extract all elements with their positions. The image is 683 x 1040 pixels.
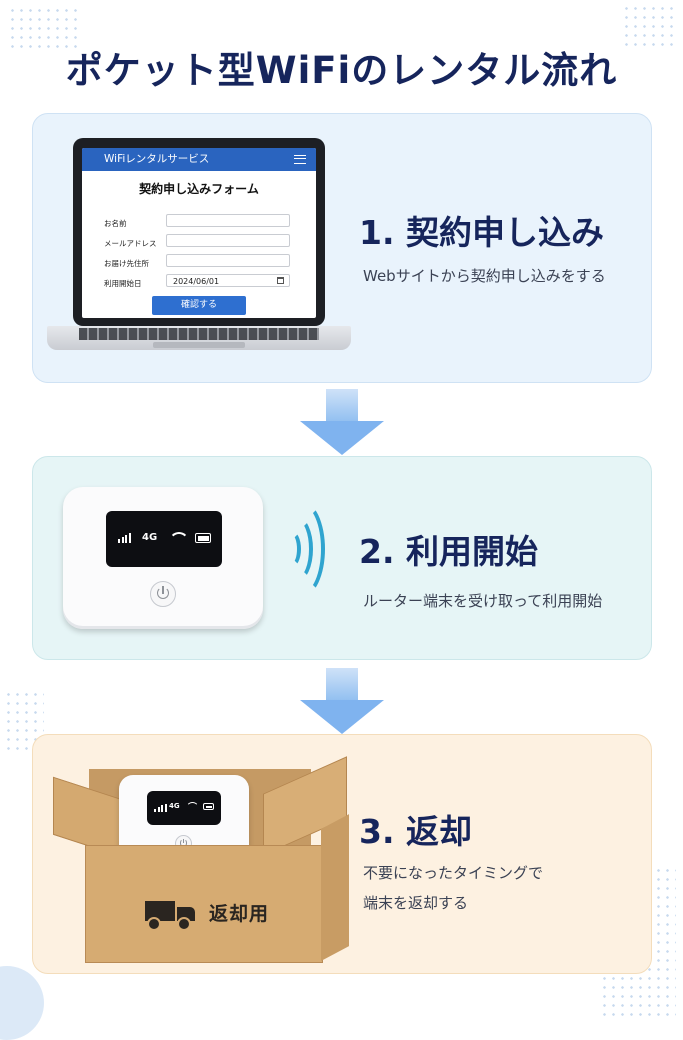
decor-dots-top-left <box>8 6 78 54</box>
arrow-down-icon <box>300 389 384 455</box>
signup-form-screen: WiFiレンタルサービス 契約申し込みフォーム お名前 メールアドレス お届け先… <box>82 148 316 318</box>
network-type-label: 4G <box>142 532 158 543</box>
wifi-icon <box>186 802 199 815</box>
battery-icon <box>203 803 214 810</box>
step-2-card: 4G 2. 利用開始 ルーター端末を受け取って利用開始 <box>32 456 652 660</box>
confirm-button[interactable]: 確認する <box>152 296 246 315</box>
field-label-start-date: 利用開始日 <box>104 279 142 288</box>
step-3-description-line-2: 端末を返却する <box>363 894 469 912</box>
step-1-title: 1. 契約申し込み <box>359 213 604 252</box>
site-name: WiFiレンタルサービス <box>104 153 210 165</box>
form-title: 契約申し込みフォーム <box>139 182 259 196</box>
battery-icon <box>195 533 211 543</box>
menu-icon[interactable] <box>294 155 306 164</box>
email-field[interactable] <box>166 234 290 247</box>
field-label-email: メールアドレス <box>104 239 157 248</box>
keyboard <box>79 328 319 340</box>
decor-circle-bottom-left <box>0 966 44 1040</box>
step-3-description-line-1: 不要になったタイミングで <box>363 864 544 882</box>
signal-icon <box>118 533 131 543</box>
power-icon[interactable] <box>150 581 176 607</box>
touchpad <box>153 342 245 348</box>
decor-dots-top-right <box>622 4 676 46</box>
field-label-address: お届け先住所 <box>104 259 149 268</box>
step-1-description: Webサイトから契約申し込みをする <box>363 267 606 285</box>
network-type-label: 4G <box>169 802 180 810</box>
router-display: 4G <box>106 511 222 567</box>
box-label: 返却用 <box>209 903 270 925</box>
field-label-name: お名前 <box>104 219 127 228</box>
laptop-screen: WiFiレンタルサービス 契約申し込みフォーム お名前 メールアドレス お届け先… <box>73 138 325 326</box>
step-2-title: 2. 利用開始 <box>359 532 538 571</box>
signal-icon <box>154 804 167 812</box>
pocket-wifi-router: 4G <box>63 487 263 629</box>
step-1-card: WiFiレンタルサービス 契約申し込みフォーム お名前 メールアドレス お届け先… <box>32 113 652 383</box>
wifi-icon <box>169 532 189 552</box>
arrow-down-icon <box>300 668 384 734</box>
step-3-title: 3. 返却 <box>359 812 472 851</box>
name-field[interactable] <box>166 214 290 227</box>
step-3-card: 4G 返却用 3. 返却 不要になったタイミングで 端末を返却する <box>32 734 652 974</box>
step-2-description: ルーター端末を受け取って利用開始 <box>363 592 603 610</box>
returned-router-display: 4G <box>147 791 221 825</box>
address-field[interactable] <box>166 254 290 267</box>
page-title: ポケット型WiFiのレンタル流れ <box>65 49 618 92</box>
start-date-value: 2024/06/01 <box>173 277 220 286</box>
calendar-icon[interactable] <box>277 277 284 284</box>
site-header: WiFiレンタルサービス <box>82 148 316 171</box>
start-date-field[interactable]: 2024/06/01 <box>166 274 290 287</box>
